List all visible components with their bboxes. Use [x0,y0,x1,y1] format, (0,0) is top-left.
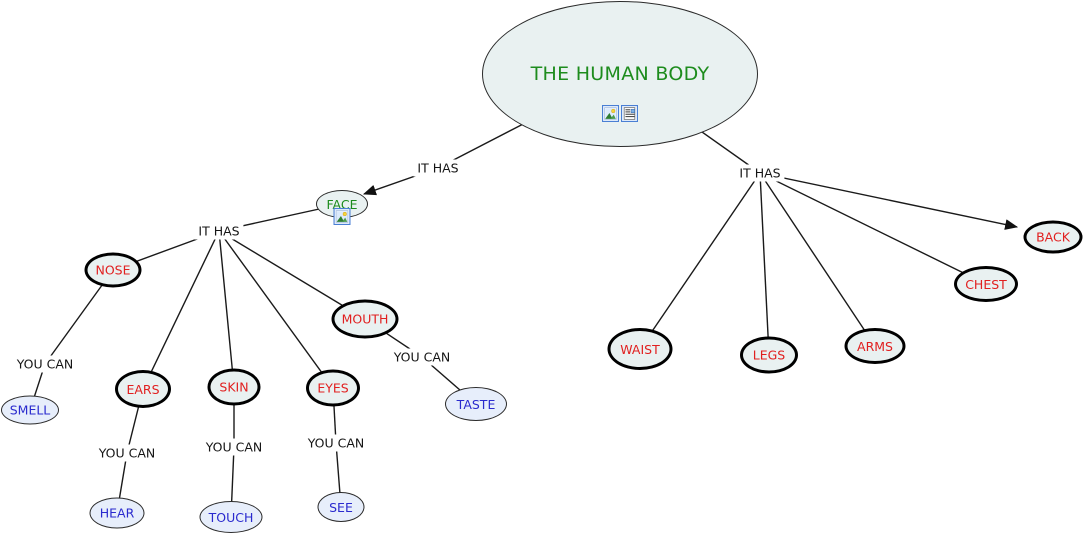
edge-ithas-ears [142,230,220,390]
edge-ithas-chest [759,172,987,285]
edge-ithas-arms [759,172,876,347]
node-touch-label: TOUCH [208,509,254,525]
link-label-it-has-left[interactable]: IT HAS [413,159,463,177]
link-label-you-can-hear[interactable]: YOU CAN [94,444,160,462]
link-label-it-has-face[interactable]: IT HAS [194,222,244,240]
link-label-you-can-see[interactable]: YOU CAN [303,434,369,452]
node-face-label: FACE [326,196,358,212]
edge-ithas-skin [218,230,235,388]
link-label-you-can-touch[interactable]: YOU CAN [201,438,267,456]
node-nose[interactable]: NOSE [84,252,142,288]
node-ears-label: EARS [126,381,160,397]
node-arms[interactable]: ARMS [844,328,906,364]
node-mouth-label: MOUTH [341,311,389,327]
node-ears[interactable]: EARS [115,370,171,408]
node-human-body[interactable]: THE HUMAN BODY [482,1,758,147]
node-chest[interactable]: CHEST [954,266,1018,302]
link-label-you-can-smell[interactable]: YOU CAN [12,355,78,373]
node-human-body-label: THE HUMAN BODY [530,63,710,85]
node-skin[interactable]: SKIN [207,368,261,406]
node-smell-label: SMELL [9,402,51,418]
edge-ithas-back-arrow [759,172,1019,230]
node-hear-label: HEAR [99,505,135,521]
node-nose-label: NOSE [95,262,131,278]
node-legs[interactable]: LEGS [740,336,798,374]
node-face[interactable]: FACE [316,190,368,225]
root-resource-icons [602,105,638,122]
node-waist-label: WAIST [620,341,660,357]
node-touch[interactable]: TOUCH [199,501,263,533]
image-icon[interactable] [602,105,619,122]
node-mouth[interactable]: MOUTH [331,299,399,339]
node-taste[interactable]: TASTE [445,387,507,421]
node-smell[interactable]: SMELL [1,395,59,425]
edge-ithas-waist [639,172,761,350]
edge-ithas-legs [759,172,770,356]
node-waist[interactable]: WAIST [607,328,673,370]
node-skin-label: SKIN [219,379,249,395]
link-label-you-can-taste[interactable]: YOU CAN [389,348,455,366]
node-see-label: SEE [329,499,353,515]
document-image-icon[interactable] [621,105,638,122]
link-label-it-has-right[interactable]: IT HAS [735,164,785,182]
node-see[interactable]: SEE [317,492,365,522]
node-eyes[interactable]: EYES [306,369,360,407]
node-eyes-label: EYES [317,380,349,396]
node-back-label: BACK [1036,229,1070,245]
node-arms-label: ARMS [857,338,893,354]
edge-ithas-eyes [218,230,334,389]
node-legs-label: LEGS [752,347,786,363]
node-chest-label: CHEST [965,276,1007,292]
node-hear[interactable]: HEAR [89,497,145,529]
image-icon[interactable] [333,208,351,225]
node-back[interactable]: BACK [1023,220,1083,254]
node-taste-label: TASTE [456,396,496,412]
